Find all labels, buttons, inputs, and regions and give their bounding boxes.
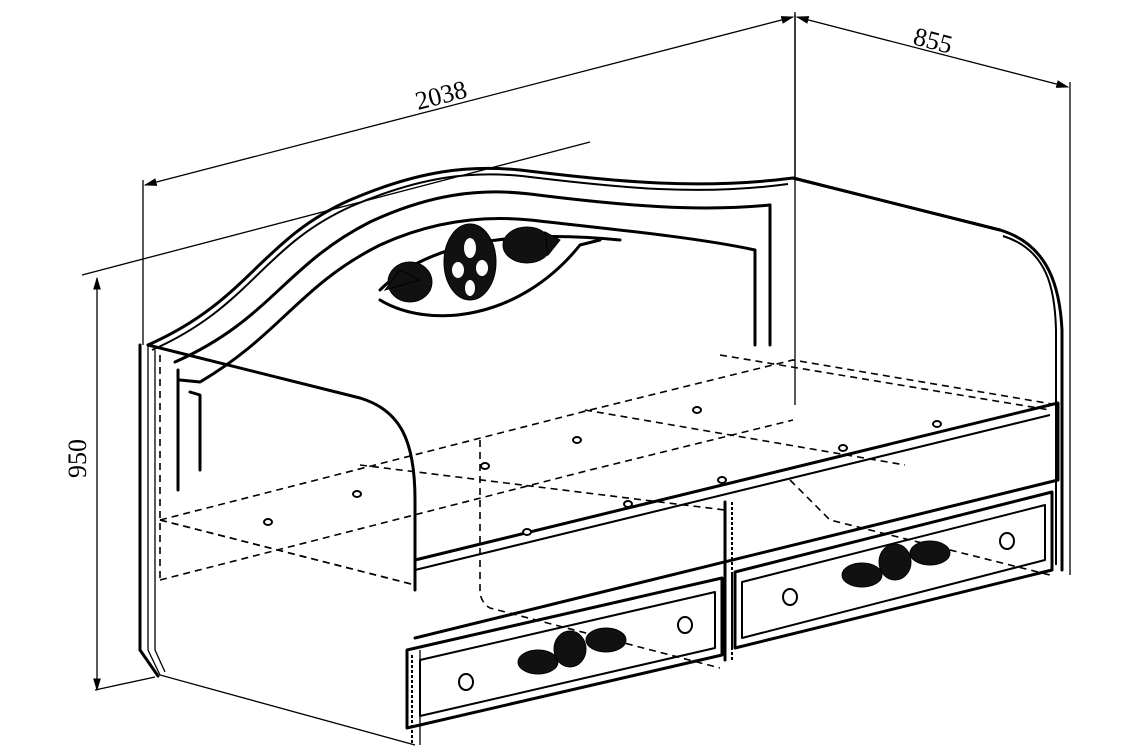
left-armrest (138, 343, 417, 746)
backrest-ornament (383, 223, 561, 303)
left-drawer-ornament (517, 627, 627, 675)
height-label: 950 (63, 439, 92, 478)
dimension-height: 950 (63, 141, 591, 692)
length-label: 2038 (412, 75, 470, 116)
left-drawer-knob-1[interactable] (458, 673, 474, 691)
right-drawer[interactable] (731, 490, 1054, 650)
support-dowels (263, 406, 942, 536)
backrest-panel (146, 14, 1002, 492)
seat-frame (159, 354, 1060, 669)
left-drawer-knob-2[interactable] (677, 616, 693, 634)
right-drawer-knob-1[interactable] (782, 588, 798, 606)
left-drawer[interactable] (405, 576, 724, 745)
right-armrest (791, 176, 1064, 572)
right-drawer-ornament (841, 540, 951, 588)
depth-label: 855 (910, 22, 955, 60)
dimension-depth: 855 (795, 16, 1071, 575)
right-drawer-knob-2[interactable] (999, 532, 1015, 550)
